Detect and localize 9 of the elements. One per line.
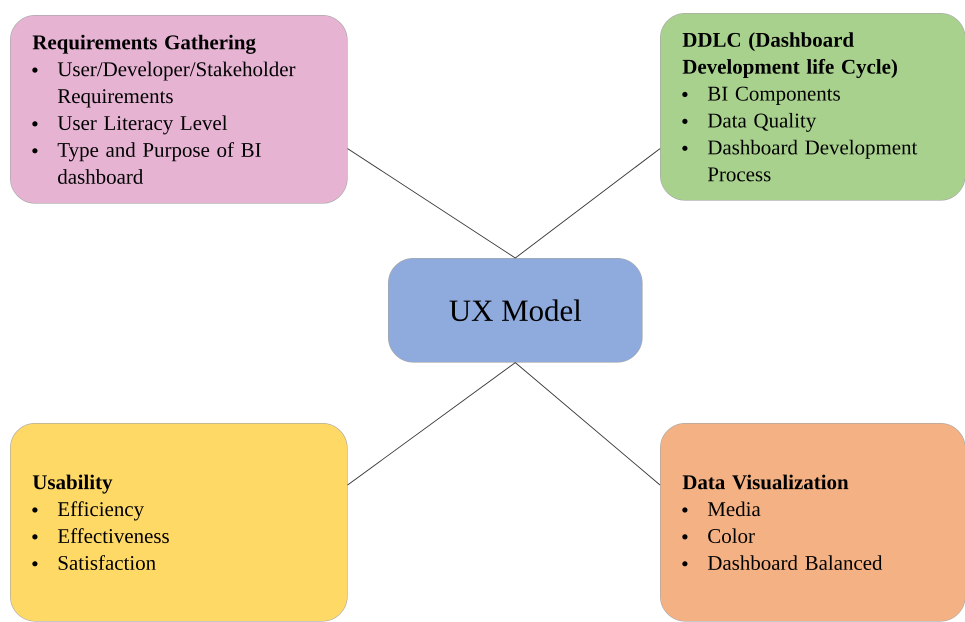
center-box: UX Model	[388, 258, 643, 363]
topic-box: Usability Efficiency Effectiveness Satisfaction	[10, 423, 348, 622]
connector-line	[347, 148, 516, 258]
topic-box: Data Visualization Media Color Dashboard Balanced	[660, 423, 965, 622]
connector-line	[514, 148, 660, 258]
connector-line	[347, 362, 516, 486]
connector-line	[514, 362, 660, 486]
topic-box: Requirements Gathering User/Developer/Stakeholder Requirements User Literacy Level Type and Purpose of BI dashboard	[10, 15, 348, 204]
topic-box: DDLC (Dashboard Development life Cycle) BI Components Data Quality Dashboard Development Process	[660, 13, 965, 201]
